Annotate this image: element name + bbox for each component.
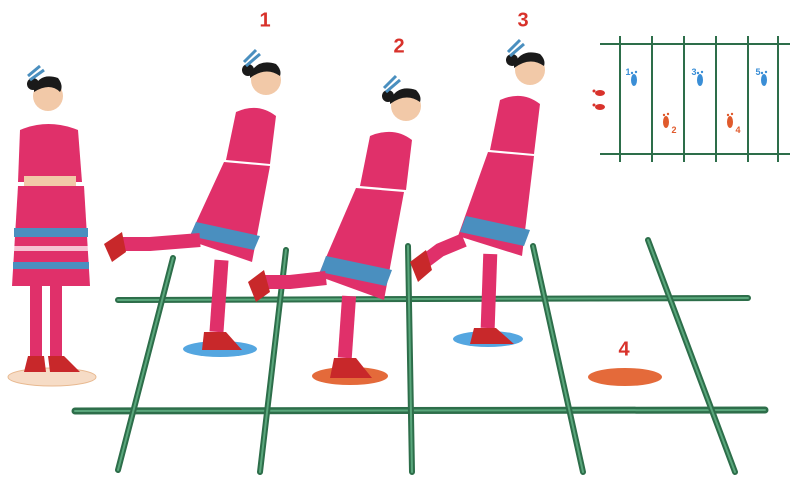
diagram-number-1: 1 — [625, 67, 630, 77]
step-number-1: 1 — [259, 10, 270, 33]
dancer-standing — [12, 66, 90, 372]
floor-spot-4 — [588, 368, 662, 386]
diagram-number-5: 5 — [755, 67, 760, 77]
step-number-4: 4 — [618, 339, 629, 362]
step-diagram — [593, 36, 790, 162]
diagram-number-2: 2 — [671, 125, 676, 135]
step-number-2: 2 — [393, 36, 404, 59]
dancer-step-1 — [104, 50, 281, 350]
diagram-number-3: 3 — [691, 67, 696, 77]
diagram-number-4: 4 — [735, 125, 740, 135]
footprint-start-icon — [593, 90, 606, 111]
step-number-3: 3 — [517, 10, 528, 33]
